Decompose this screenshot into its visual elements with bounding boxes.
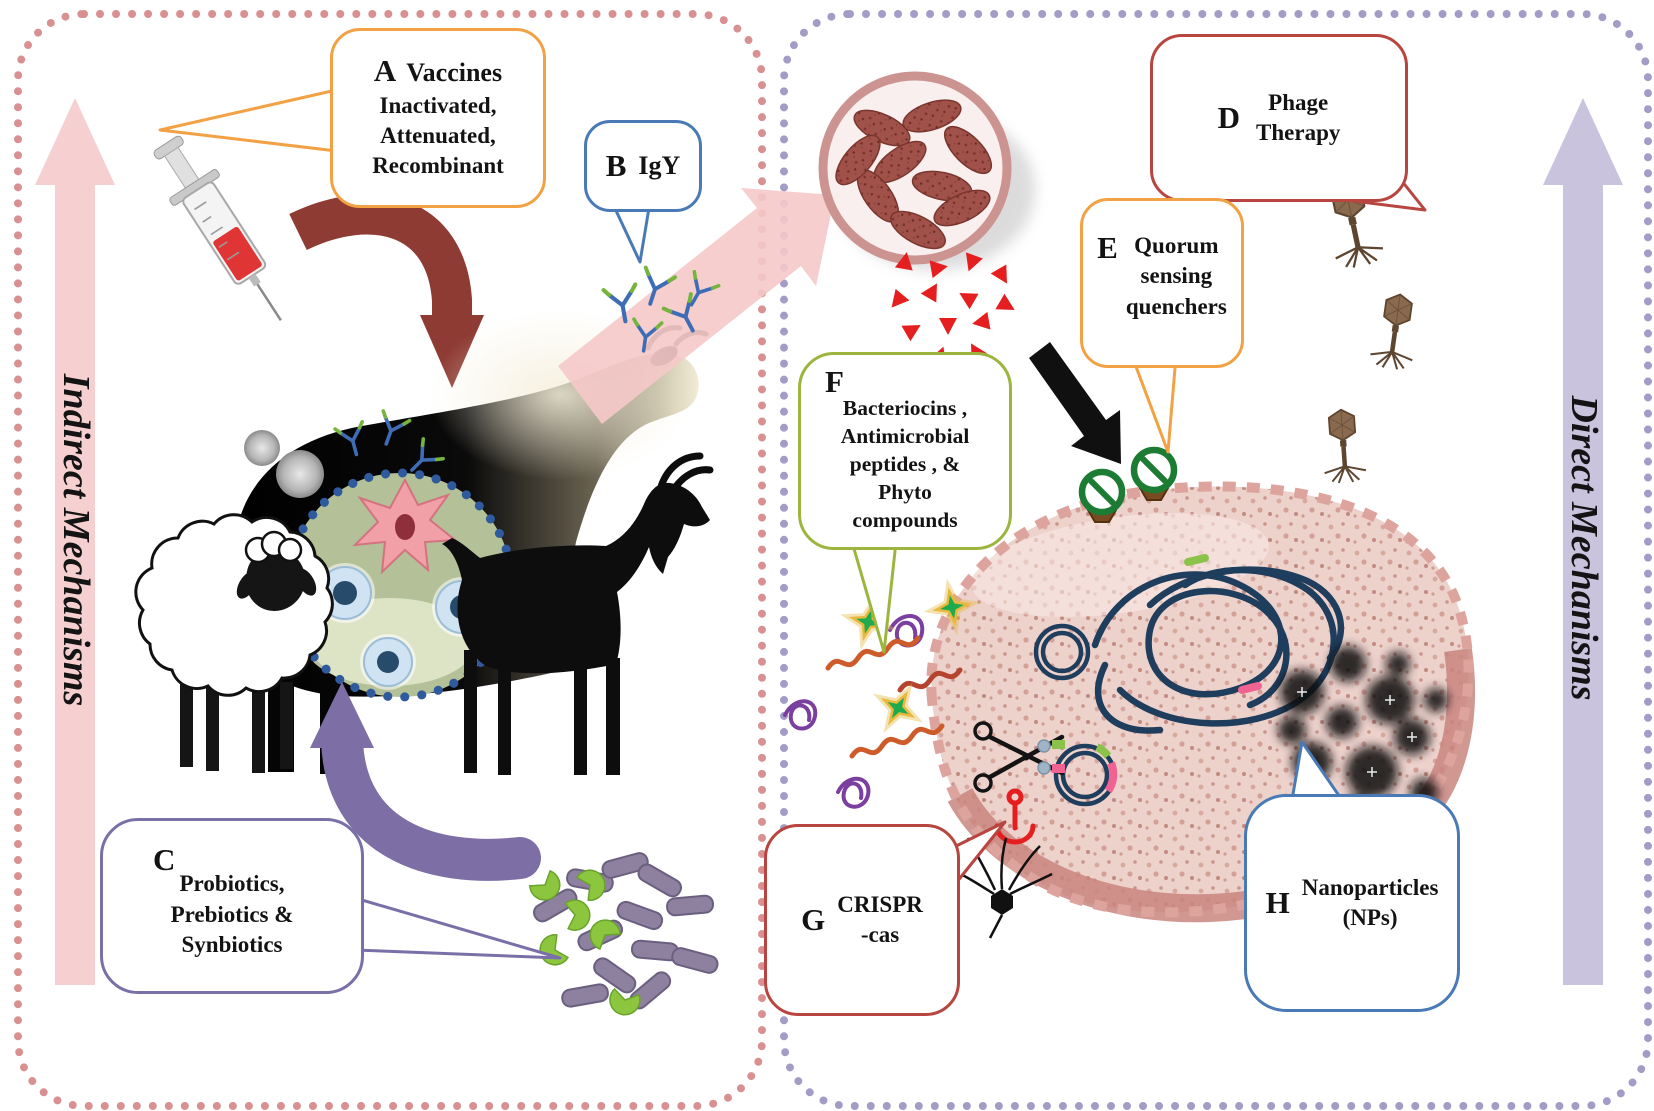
bacteriocins-line-5: compounds	[852, 507, 958, 532]
callout-phage-therapy: D Phage Therapy	[1150, 34, 1408, 202]
crispr-line-1: CRISPR	[837, 891, 923, 917]
callout-letter-e: E	[1097, 230, 1118, 265]
quorum-line-3: quenchers	[1125, 293, 1227, 319]
bacteriocins-line-3: peptides , &	[849, 451, 961, 476]
callout-letter-f: F	[825, 364, 844, 399]
indirect-mechanisms-label: Indirect Mechanisms	[55, 373, 97, 707]
bacteriocins-line-4: Phyto	[878, 479, 932, 504]
nanoparticles-line-1: Nanoparticles	[1301, 874, 1439, 900]
igy-title: IgY	[638, 151, 681, 180]
indirect-mechanisms-panel	[14, 10, 766, 1110]
bacteriocins-line-1: Bacteriocins ,	[842, 396, 968, 421]
quorum-line-2: sensing	[1140, 263, 1213, 289]
quorum-line-1: Quorum	[1134, 233, 1219, 258]
callout-letter-a: A	[373, 53, 397, 89]
callout-probiotics: C Probiotics, Prebiotics & Synbiotics	[100, 818, 364, 994]
probiotics-line-2: Prebiotics &	[170, 901, 294, 927]
callout-quorum-quenchers: E Quorum sensing quenchers	[1080, 198, 1244, 368]
crispr-line-2: -cas	[860, 922, 900, 947]
probiotics-line-3: Synbiotics	[181, 932, 283, 958]
callout-letter-d: D	[1217, 99, 1241, 135]
callout-letter-c: C	[153, 842, 176, 877]
bacteriocins-line-2: Antimicrobial	[840, 424, 970, 449]
phage-line-1: Phage	[1268, 89, 1329, 115]
vaccines-line-2: Attenuated,	[380, 122, 496, 148]
vaccines-line-1: Inactivated,	[379, 92, 497, 118]
callout-letter-h: H	[1265, 884, 1290, 920]
callout-nanoparticles: H Nanoparticles (NPs)	[1244, 794, 1460, 1012]
callout-bacteriocins: F Bacteriocins , Antimicrobial peptides …	[798, 352, 1012, 550]
vaccines-title: Vaccines	[406, 58, 503, 88]
callout-letter-g: G	[801, 901, 826, 937]
vaccines-line-3: Recombinant	[372, 153, 504, 179]
callout-vaccines: A Vaccines Inactivated, Attenuated, Reco…	[330, 28, 546, 208]
direct-mechanisms-panel	[780, 10, 1652, 1110]
probiotics-line-1: Probiotics,	[179, 871, 285, 897]
callout-crispr-cas: G CRISPR -cas	[764, 824, 960, 1016]
nanoparticles-line-2: (NPs)	[1342, 905, 1398, 930]
callout-igy: B IgY	[584, 120, 702, 212]
direct-mechanisms-label: Direct Mechanisms	[1563, 395, 1605, 701]
phage-line-2: Therapy	[1256, 120, 1341, 145]
callout-letter-b: B	[605, 147, 627, 183]
